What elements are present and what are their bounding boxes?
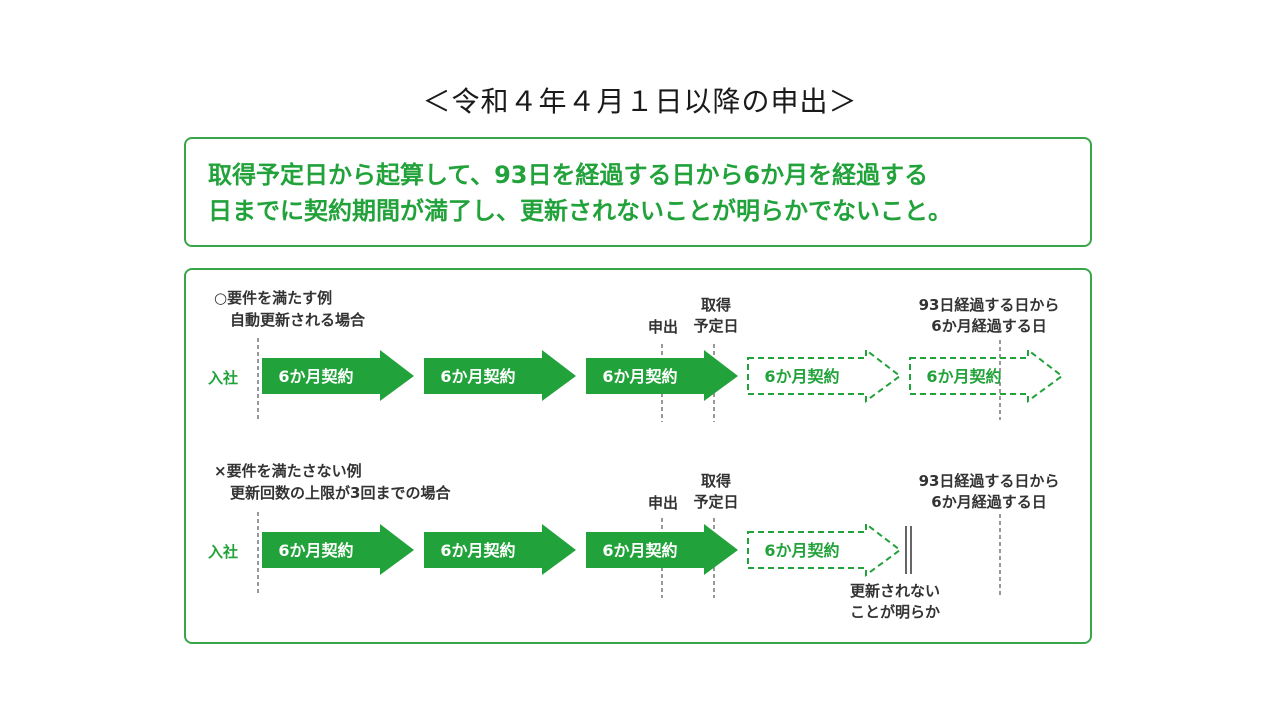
acquire-label-line-1: 取得	[701, 296, 731, 314]
contract-label: 6か月契約	[602, 541, 677, 560]
condition-text: 取得予定日から起算して、93日を経過する日から6か月を経過する 日までに契約期間…	[208, 157, 1080, 229]
example-ok-title-line-2: 自動更新される場合	[230, 311, 366, 329]
apply-label: 申出	[648, 318, 678, 336]
acquire-label-line-2: 予定日	[693, 317, 738, 335]
contract-arrow	[586, 350, 738, 401]
contract-label: 6か月契約	[278, 367, 353, 386]
example-ng: ×要件を満たさない例 更新回数の上限が3回までの場合 入社 申出 取得 予定日 …	[208, 462, 1059, 621]
acquire-label-line-2: 予定日	[693, 493, 738, 511]
acquire-label-line-1: 取得	[701, 472, 731, 490]
deadline-label-line-2: 6か月経過する日	[931, 493, 1046, 511]
timeline-diagram: ○要件を満たす例 自動更新される場合 入社 申出 取得 予定日 93日経過する日…	[208, 289, 1064, 621]
condition-box: 取得予定日から起算して、93日を経過する日から6か月を経過する 日までに契約期間…	[184, 137, 1092, 247]
deadline-label-line-1: 93日経過する日から	[919, 472, 1060, 490]
example-ok: ○要件を満たす例 自動更新される場合 入社 申出 取得 予定日 93日経過する日…	[208, 289, 1064, 422]
example-ng-title-line-1: ×要件を満たさない例	[214, 462, 362, 480]
contract-label: 6か月契約	[764, 367, 839, 386]
diagram-box: ○要件を満たす例 自動更新される場合 入社 申出 取得 予定日 93日経過する日…	[184, 268, 1092, 644]
join-label: 入社	[208, 543, 238, 561]
contract-label: 6か月契約	[764, 541, 839, 560]
contract-label: 6か月契約	[278, 541, 353, 560]
end-note-line-1: 更新されない	[850, 582, 940, 600]
deadline-label-line-2: 6か月経過する日	[931, 317, 1046, 335]
contract-arrow	[424, 524, 576, 575]
end-note-line-2: ことが明らか	[850, 603, 940, 621]
contract-label: 6か月契約	[440, 367, 515, 386]
join-label: 入社	[208, 369, 238, 387]
contract-label: 6か月契約	[440, 541, 515, 560]
condition-line-2: 日までに契約期間が満了し、更新されないことが明らかでないこと。	[208, 197, 952, 225]
contract-label: 6か月契約	[602, 367, 677, 386]
contract-arrow	[262, 524, 414, 575]
example-ng-title-line-2: 更新回数の上限が3回までの場合	[230, 484, 451, 502]
contract-arrow	[424, 350, 576, 401]
apply-label: 申出	[648, 494, 678, 512]
contract-label: 6か月契約	[926, 367, 1001, 386]
page-title: ＜令和４年４月１日以降の申出＞	[422, 85, 858, 118]
deadline-label-line-1: 93日経過する日から	[919, 296, 1060, 314]
contract-arrow	[262, 350, 414, 401]
condition-line-1: 取得予定日から起算して、93日を経過する日から6か月を経過する	[208, 161, 929, 189]
contract-arrow	[586, 524, 738, 575]
example-ok-title-line-1: ○要件を満たす例	[214, 289, 332, 307]
